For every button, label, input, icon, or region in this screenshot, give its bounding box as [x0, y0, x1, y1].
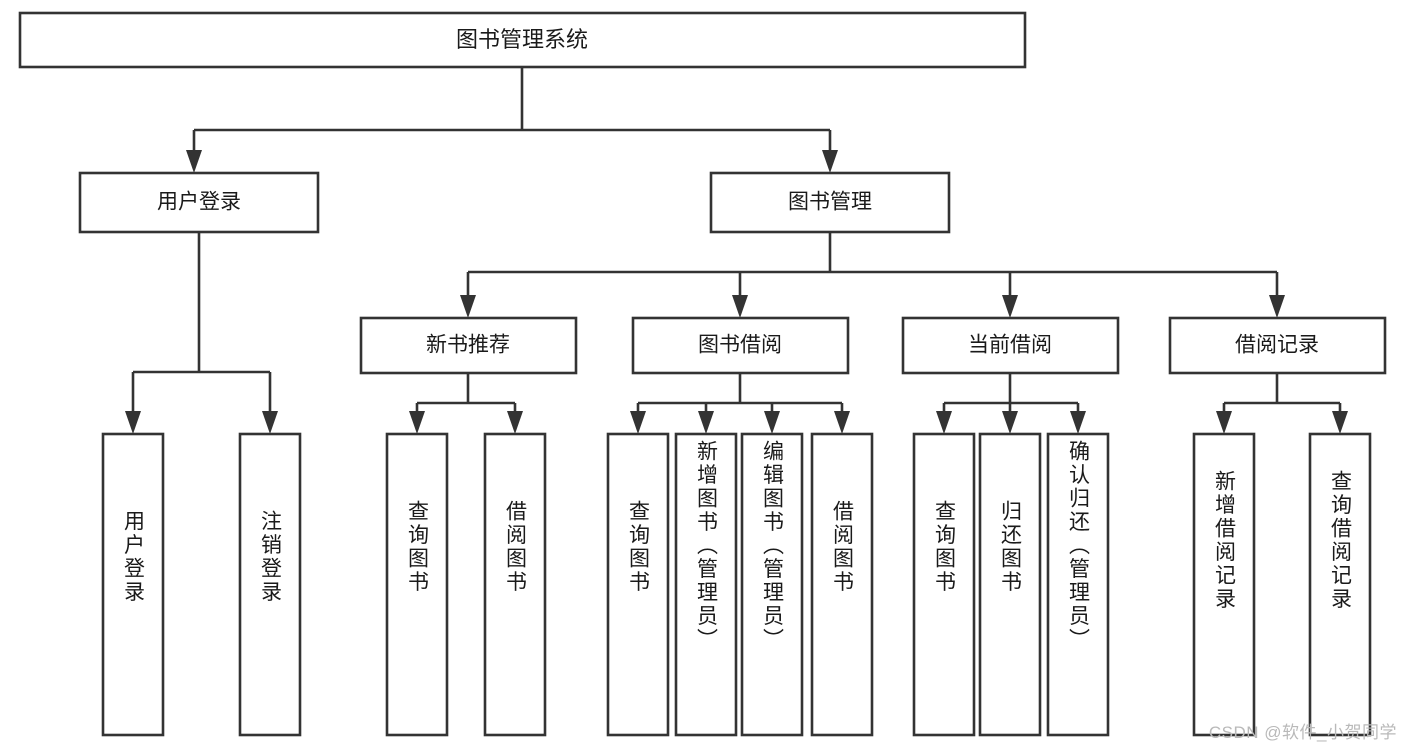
arrow-head-leaf-add-record	[1216, 411, 1232, 434]
arrow-head-leaf-query-book-3	[936, 411, 952, 434]
connector-new-book-rec-to-leaves	[409, 373, 523, 434]
arrow-head-book-borrow	[732, 295, 748, 318]
node-leaf-return-book-box[interactable]	[978, 432, 1042, 737]
connector-user-login-to-leaves	[125, 232, 278, 434]
node-new-book-rec-box[interactable]	[359, 316, 578, 375]
connector-current-borrow-to-leaves	[936, 373, 1086, 434]
node-leaf-query-book-2-box[interactable]	[606, 432, 670, 737]
connector-root-to-level2	[186, 67, 838, 173]
arrow-head-leaf-query-book-2	[630, 411, 646, 434]
node-leaf-borrow-book-1-box[interactable]	[483, 432, 547, 737]
node-current-borrow-box[interactable]	[901, 316, 1120, 375]
connector-borrow-record-to-leaves	[1216, 373, 1348, 434]
node-leaf-user-login-box[interactable]	[101, 432, 165, 737]
node-new-book-rec-label: 新书推荐	[426, 334, 510, 357]
node-book-borrow-box[interactable]	[631, 316, 850, 375]
arrow-head-leaf-edit-book	[764, 411, 780, 434]
arrow-head-leaf-confirm-return	[1070, 411, 1086, 434]
node-user-login[interactable]: 用户登录	[78, 171, 320, 234]
node-leaf-add-book-box[interactable]	[674, 432, 738, 737]
connector-book-manage-to-level3	[460, 232, 1285, 318]
node-book-borrow[interactable]: 图书借阅	[631, 316, 850, 375]
node-leaf-confirm-return-box[interactable]	[1046, 432, 1110, 737]
connector-book-borrow-to-leaves	[630, 373, 850, 434]
arrow-head-borrow-record	[1269, 295, 1285, 318]
node-root-label: 图书管理系统	[456, 27, 588, 52]
arrow-head-leaf-user-login	[125, 411, 141, 434]
node-root-box[interactable]	[18, 11, 1027, 69]
arrow-head-user-login	[186, 150, 202, 173]
arrow-head-book-manage	[822, 150, 838, 173]
arrow-head-leaf-add-book	[698, 411, 714, 434]
node-new-book-rec[interactable]: 新书推荐	[359, 316, 578, 375]
arrow-head-leaf-return-book	[1002, 411, 1018, 434]
node-book-manage[interactable]: 图书管理	[709, 171, 951, 234]
arrow-head-leaf-logout	[262, 411, 278, 434]
node-leaf-query-record-box[interactable]	[1308, 432, 1372, 737]
arrow-head-leaf-query-book-1	[409, 411, 425, 434]
node-borrow-record[interactable]: 借阅记录	[1168, 316, 1387, 375]
node-book-borrow-label: 图书借阅	[698, 334, 782, 357]
arrow-head-leaf-borrow-book-2	[834, 411, 850, 434]
node-current-borrow-label: 当前借阅	[968, 334, 1052, 357]
node-root[interactable]: 图书管理系统	[18, 11, 1027, 69]
node-borrow-record-box[interactable]	[1168, 316, 1387, 375]
node-leaf-add-record-box[interactable]	[1192, 432, 1256, 737]
node-leaf-query-book-3-box[interactable]	[912, 432, 976, 737]
node-user-login-label: 用户登录	[157, 191, 241, 214]
arrow-head-leaf-query-record	[1332, 411, 1348, 434]
arrow-head-current-borrow	[1002, 295, 1018, 318]
arrow-head-leaf-borrow-book-1	[507, 411, 523, 434]
node-leaf-edit-book-box[interactable]	[740, 432, 804, 737]
arrow-head-new-book-rec	[460, 295, 476, 318]
node-book-manage-label: 图书管理	[788, 191, 872, 214]
csdn-watermark: CSDN @软件_小贺同学	[1208, 723, 1397, 742]
node-borrow-record-label: 借阅记录	[1235, 334, 1319, 357]
node-current-borrow[interactable]: 当前借阅	[901, 316, 1120, 375]
node-leaf-logout-box[interactable]	[238, 432, 302, 737]
node-leaf-query-book-1-box[interactable]	[385, 432, 449, 737]
node-book-manage-box[interactable]	[709, 171, 951, 234]
node-leaf-borrow-book-2-box[interactable]	[810, 432, 874, 737]
